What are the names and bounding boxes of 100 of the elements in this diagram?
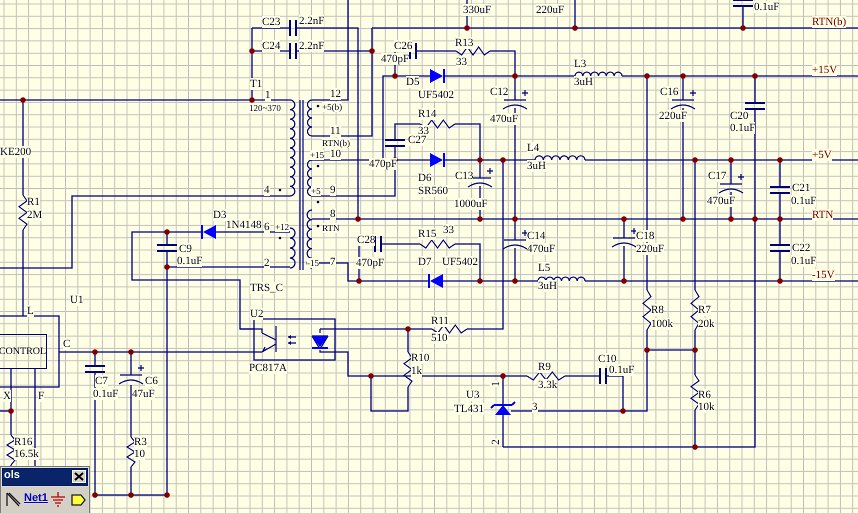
reference-designator: C22 [792, 242, 810, 254]
reference-designator: C16 [660, 86, 678, 98]
component-value: 33 [456, 56, 467, 68]
component-value: 20k [698, 318, 714, 330]
reference-designator: D5 [406, 76, 420, 88]
reference-designator: R9 [538, 361, 551, 373]
component-value: 3uH [527, 160, 546, 172]
reference-designator: C20 [730, 110, 748, 122]
component-value: 220uF [659, 110, 688, 122]
pin-label: 120~370 [249, 103, 281, 113]
pin-label: +15 [310, 150, 324, 160]
component-value: 0.1uF [791, 255, 816, 267]
pin-label: 10 [330, 148, 341, 160]
pin-label: 2 [264, 257, 270, 269]
pin-label: +12 [275, 222, 290, 232]
pin-label: 3 [532, 401, 538, 413]
component-value: 470pF [356, 257, 384, 269]
component-value: 220uF [636, 243, 664, 255]
reference-designator: L4 [527, 142, 540, 154]
reference-designator: D7 [418, 256, 432, 268]
component-value: SR560 [418, 185, 448, 197]
component-value: 470uF [490, 113, 518, 125]
component-value: 1N4148 [226, 219, 262, 231]
component-value: KE200 [0, 146, 32, 158]
component-value: 3uH [574, 76, 593, 88]
reference-designator: C26 [394, 40, 412, 52]
reference-designator: C12 [490, 86, 508, 98]
pin-label: 2 [490, 439, 502, 445]
pin-label: 4 [264, 184, 270, 196]
net-label: +15V [812, 64, 838, 76]
component-value: 2M [27, 209, 42, 221]
reference-designator: C14 [527, 230, 546, 242]
pin-label: RTN(b) [322, 138, 350, 148]
reference-designator: D3 [213, 209, 226, 221]
component-value: 330uF [463, 4, 492, 16]
pin-label: L [27, 305, 34, 317]
net-label: -15V [812, 269, 835, 281]
pin-label: 12 [330, 88, 341, 100]
component-value: 10 [134, 448, 145, 460]
reference-designator: R7 [698, 304, 711, 316]
pin-label: 1 [265, 89, 270, 101]
reference-designator: U3 [466, 389, 480, 401]
reference-designator: C13 [455, 170, 474, 182]
component-value: UF5402 [418, 89, 454, 101]
pin-label: 6 [264, 221, 270, 233]
reference-designator: U1 [70, 294, 84, 306]
reference-designator: C27 [408, 134, 426, 146]
component-value: 470uF [527, 243, 556, 255]
reference-designator: R10 [411, 352, 430, 364]
pin-label: 1 [490, 381, 502, 387]
reference-designator: TL431 [454, 403, 484, 415]
component-value: 0.1uF [791, 195, 816, 207]
net-label: RTN(b) [812, 16, 846, 28]
pin-label: +5 [311, 186, 321, 196]
reference-designator: C17 [708, 170, 726, 182]
component-value: 33 [443, 224, 454, 236]
component-value: 1000uF [454, 198, 488, 210]
component-value: 47uF [132, 388, 155, 400]
component-value: 3.3k [538, 379, 558, 391]
reference-designator: C10 [598, 353, 616, 365]
pin-label: -15 [307, 258, 319, 268]
reference-designator: C6 [145, 375, 158, 387]
reference-designator: TRS_C [250, 282, 284, 294]
net-label: RTN [812, 209, 834, 221]
reference-designator: L5 [538, 262, 550, 274]
component-value: 0.1uF [609, 364, 634, 376]
reference-designator: L3 [574, 58, 586, 70]
pin-label: 9 [330, 184, 336, 196]
reference-designator: R8 [651, 304, 664, 316]
reference-designator: C7 [95, 375, 108, 387]
reference-designator: T1 [250, 78, 262, 90]
reference-designator: C9 [179, 243, 192, 255]
net-label: +5V [812, 149, 832, 161]
component-value: 0.1uF [177, 255, 202, 267]
reference-designator: R11 [431, 315, 449, 327]
reference-designator: R6 [698, 389, 711, 401]
reference-designator: R14 [418, 108, 436, 120]
component-value: 470pF [381, 53, 410, 65]
component-value: 0.1uF [93, 388, 118, 400]
pin-label: 11 [330, 125, 341, 137]
component-value: 10k [698, 401, 714, 413]
reference-designator: C28 [357, 234, 376, 246]
component-value: 3uH [538, 280, 557, 292]
component-value: 220uF [536, 4, 564, 16]
component-value: 1k [411, 365, 422, 377]
reference-designator: R15 [418, 228, 436, 240]
component-value: 2.2nF [299, 40, 324, 52]
pin-label: +5(b) [322, 102, 342, 112]
reference-designator: R3 [134, 436, 147, 448]
reference-designator: R16 [14, 436, 32, 448]
reference-designator: C18 [636, 230, 654, 242]
component-value: 470uF [707, 195, 736, 207]
reference-designator: D6 [418, 172, 432, 184]
component-value: 16.5k [14, 448, 39, 460]
pin-label: F [38, 390, 44, 402]
reference-designator: U2 [250, 308, 264, 320]
reference-designator: R13 [455, 37, 474, 49]
pin-label: C [63, 338, 70, 350]
reference-designator: C21 [792, 182, 810, 194]
component-value: 2.2nF [299, 15, 324, 27]
